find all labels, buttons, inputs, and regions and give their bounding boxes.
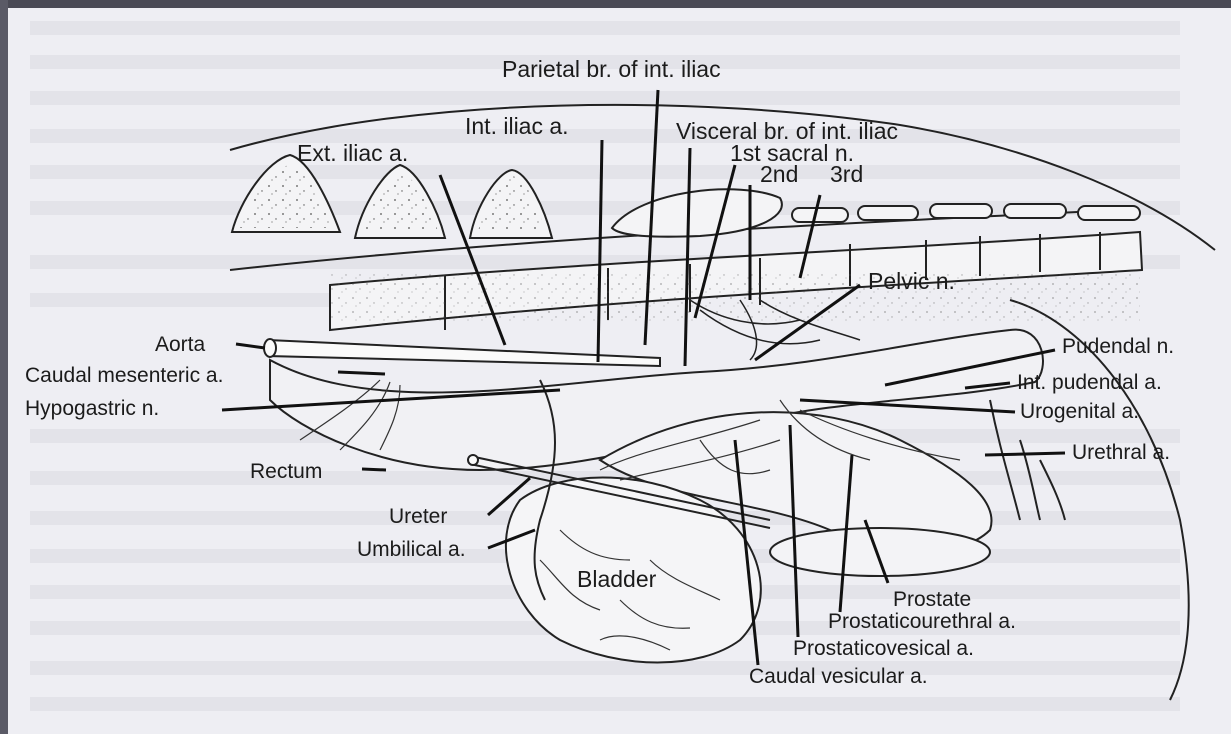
leader-rectum: [362, 469, 386, 470]
label-hypogastric: Hypogastric n.: [25, 398, 159, 419]
leader-urethral: [985, 453, 1065, 455]
label-int-iliac: Int. iliac a.: [465, 115, 569, 138]
label-parietal-br: Parietal br. of int. iliac: [502, 58, 721, 81]
label-prostaticovesical: Prostaticovesical a.: [793, 638, 974, 659]
label-aorta: Aorta: [155, 334, 205, 355]
leader-aorta: [236, 344, 265, 348]
label-rectum: Rectum: [250, 461, 322, 482]
label-ext-iliac: Ext. iliac a.: [297, 142, 408, 165]
label-prostate: Prostate: [893, 589, 971, 610]
label-int-pudendal: Int. pudendal a.: [1017, 372, 1162, 393]
label-bladder: Bladder: [577, 568, 656, 591]
label-pelvic-n: Pelvic n.: [868, 270, 955, 293]
vertebral-stipple: [330, 272, 1140, 322]
label-ureter: Ureter: [389, 506, 447, 527]
label-pudendal-n: Pudendal n.: [1062, 336, 1174, 357]
leader-caudal-mesenteric: [338, 372, 385, 374]
ureter-end: [468, 455, 478, 465]
label-3rd: 3rd: [830, 163, 863, 186]
aorta: [264, 339, 660, 366]
scan-border-left: [0, 0, 8, 734]
label-urethral: Urethral a.: [1072, 442, 1170, 463]
label-2nd: 2nd: [760, 163, 798, 186]
scan-border-top: [0, 0, 1231, 8]
label-prostaticourethral: Prostaticourethral a.: [828, 611, 1016, 632]
label-caudal-vesicular: Caudal vesicular a.: [749, 666, 928, 687]
label-caudal-mesenteric: Caudal mesenteric a.: [25, 365, 223, 386]
label-umbilical: Umbilical a.: [357, 539, 466, 560]
label-urogenital: Urogenital a.: [1020, 401, 1139, 422]
